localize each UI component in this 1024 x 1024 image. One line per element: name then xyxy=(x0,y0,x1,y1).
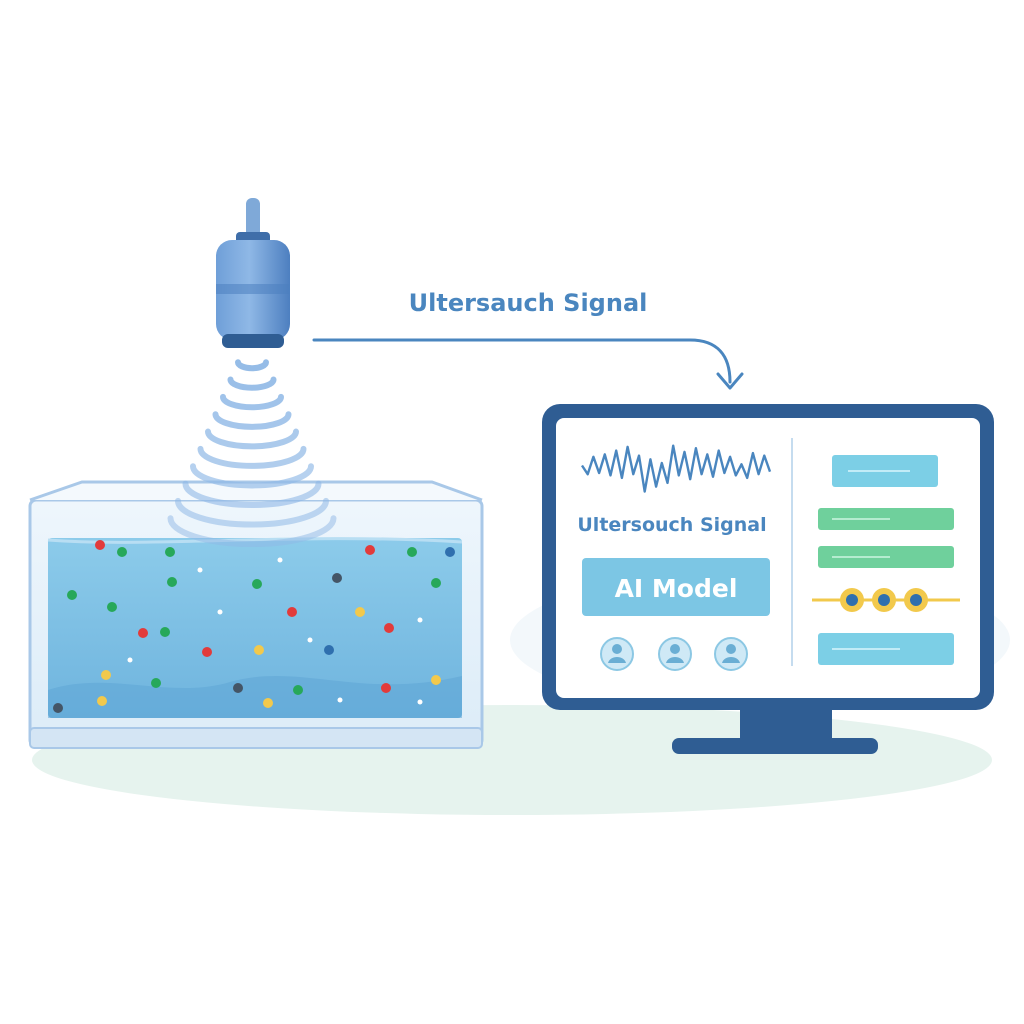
particle xyxy=(263,698,273,708)
particle xyxy=(417,617,423,623)
probe-cable xyxy=(246,198,260,238)
wave-arc xyxy=(182,480,322,508)
particle xyxy=(202,647,212,657)
wave-arc xyxy=(212,411,292,430)
particle xyxy=(384,623,394,633)
particle xyxy=(417,699,423,705)
particle xyxy=(332,573,342,583)
signal-waveform xyxy=(580,444,772,493)
monitor-screen xyxy=(556,418,980,698)
particle xyxy=(277,557,283,563)
particle xyxy=(151,678,161,688)
ultrasound-probe xyxy=(216,198,290,348)
output-block-3 xyxy=(818,546,954,568)
monitor-stand-base xyxy=(672,738,878,754)
output-block-2 xyxy=(818,508,954,530)
wave-arc xyxy=(167,515,337,548)
arrow-label: Ultersauch Signal xyxy=(409,289,648,317)
particle xyxy=(381,683,391,693)
wave-arc xyxy=(175,497,329,528)
water-surface xyxy=(47,537,463,544)
wave-arc xyxy=(220,393,284,411)
user-icon-3 xyxy=(714,637,748,671)
output-block-1 xyxy=(832,455,938,487)
particle xyxy=(252,579,262,589)
particle xyxy=(445,547,455,557)
particle xyxy=(197,567,203,573)
particle xyxy=(67,590,77,600)
flow-arrow-line xyxy=(312,338,732,384)
particle xyxy=(101,670,111,680)
particle xyxy=(167,577,177,587)
particle xyxy=(407,547,417,557)
water-wave xyxy=(48,675,462,718)
particle xyxy=(160,627,170,637)
ai-model-label: AI Model xyxy=(615,574,738,603)
user-icon-1 xyxy=(600,637,634,671)
particle xyxy=(324,645,334,655)
particle xyxy=(365,545,375,555)
probe-tip xyxy=(222,334,284,348)
wave-arc xyxy=(205,428,299,450)
particle xyxy=(337,697,343,703)
wave-arc xyxy=(235,359,269,372)
flow-arrow-head xyxy=(716,372,744,390)
particle xyxy=(217,609,223,615)
particle xyxy=(254,645,264,655)
monitor-stand-neck xyxy=(740,706,832,742)
particle xyxy=(117,547,127,557)
node-network xyxy=(812,588,960,612)
particle xyxy=(95,540,105,550)
particle xyxy=(165,547,175,557)
particle xyxy=(293,685,303,695)
probe-band xyxy=(216,284,290,294)
particle xyxy=(431,578,441,588)
particle xyxy=(307,637,313,643)
wave-arc xyxy=(197,445,307,469)
tank-base xyxy=(29,727,483,749)
water-tank xyxy=(28,480,484,749)
water xyxy=(48,538,462,718)
particle xyxy=(97,696,107,706)
particle xyxy=(53,703,63,713)
ai-model-box xyxy=(582,558,770,616)
particle xyxy=(107,602,117,612)
wave-arc xyxy=(227,376,277,391)
signal-flow-arrow xyxy=(312,338,744,390)
user-icon-2 xyxy=(658,637,692,671)
particles xyxy=(53,540,455,713)
particle xyxy=(355,607,365,617)
output-block-4 xyxy=(818,633,954,665)
screen-signal-label: Ultersouch Signal xyxy=(577,514,766,536)
particle xyxy=(127,657,133,663)
wave-arc xyxy=(190,463,314,489)
particle xyxy=(233,683,243,693)
monitor: Ultersouch Signal AI Model xyxy=(542,404,994,754)
tank-top-rim xyxy=(29,480,483,502)
particle xyxy=(138,628,148,638)
sound-waves xyxy=(167,359,337,548)
particle xyxy=(431,675,441,685)
particle xyxy=(287,607,297,617)
